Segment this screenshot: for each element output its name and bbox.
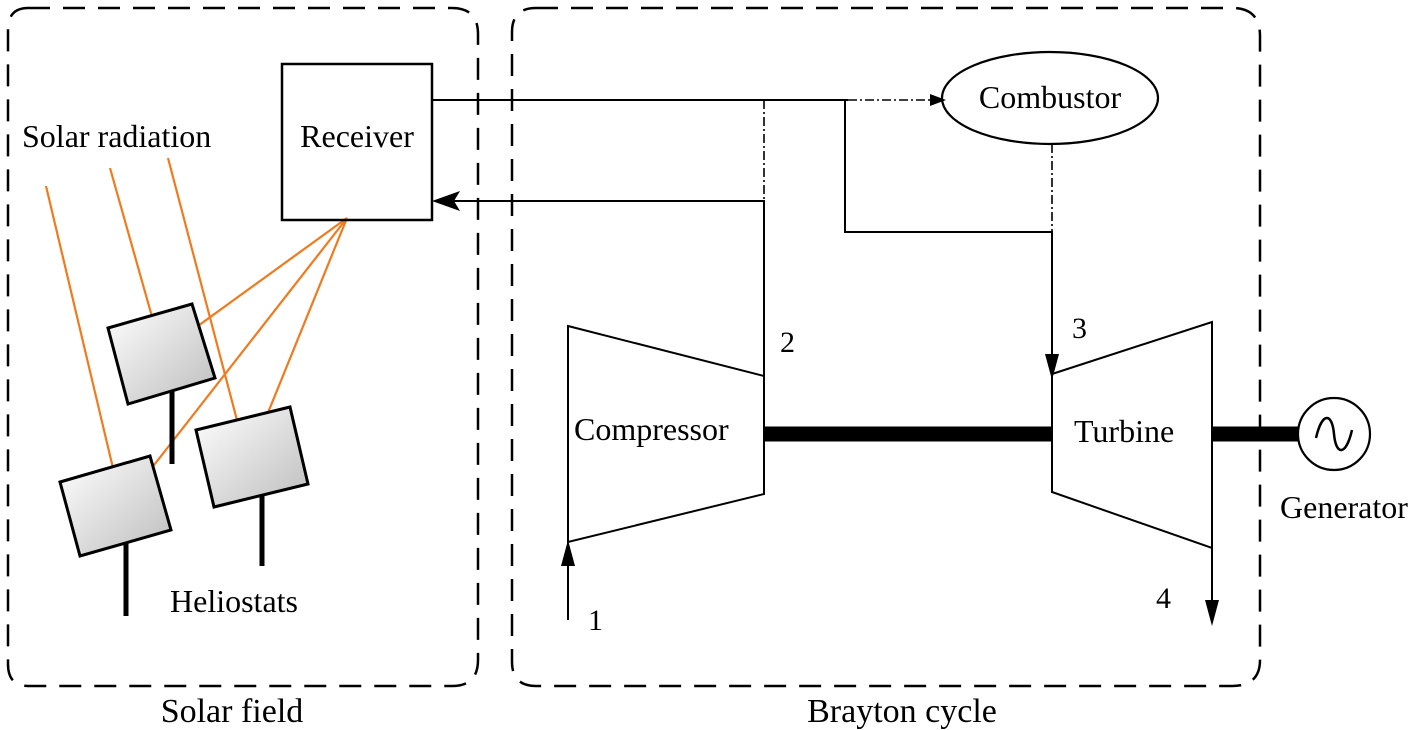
arrowhead-turbine-exhaust xyxy=(1205,600,1219,626)
pipe-compressor-to-receiver xyxy=(446,200,765,376)
state-point-1: 1 xyxy=(588,604,603,637)
heliostats-label: Heliostats xyxy=(170,583,298,619)
arrowhead-receiver-inlet xyxy=(432,191,460,211)
state-point-4: 4 xyxy=(1156,582,1171,615)
state-point-3: 3 xyxy=(1072,312,1087,345)
state-point-2: 2 xyxy=(780,326,795,359)
solar-field-title: Solar field xyxy=(161,693,304,730)
combustor-label: Combustor xyxy=(979,79,1122,115)
receiver-label: Receiver xyxy=(300,118,414,154)
arrowhead-compressor-inlet xyxy=(561,540,575,566)
heliostat-3 xyxy=(58,454,173,616)
sine-wave-icon xyxy=(1314,416,1354,452)
heliostat-2 xyxy=(194,405,310,566)
heliostat-1 xyxy=(106,302,217,464)
receiver-box xyxy=(280,62,434,222)
solar-radiation-label: Solar radiation xyxy=(22,118,211,154)
compressor-label: Compressor xyxy=(574,411,729,447)
compressor-shape xyxy=(567,324,765,544)
arrowhead-combustor xyxy=(930,94,946,106)
pipe-receiver-to-turbine xyxy=(844,100,1053,362)
turbine-label: Turbine xyxy=(1074,413,1174,449)
arrowhead-turbine-inlet xyxy=(1045,354,1059,380)
brayton-cycle-title: Brayton cycle xyxy=(807,693,997,730)
solar-field-boundary xyxy=(6,6,480,688)
brayton-cycle-boundary xyxy=(510,6,1262,688)
generator-circle xyxy=(1296,396,1372,472)
combustor-ellipse xyxy=(940,50,1160,146)
generator-label: Generator xyxy=(1280,489,1408,525)
